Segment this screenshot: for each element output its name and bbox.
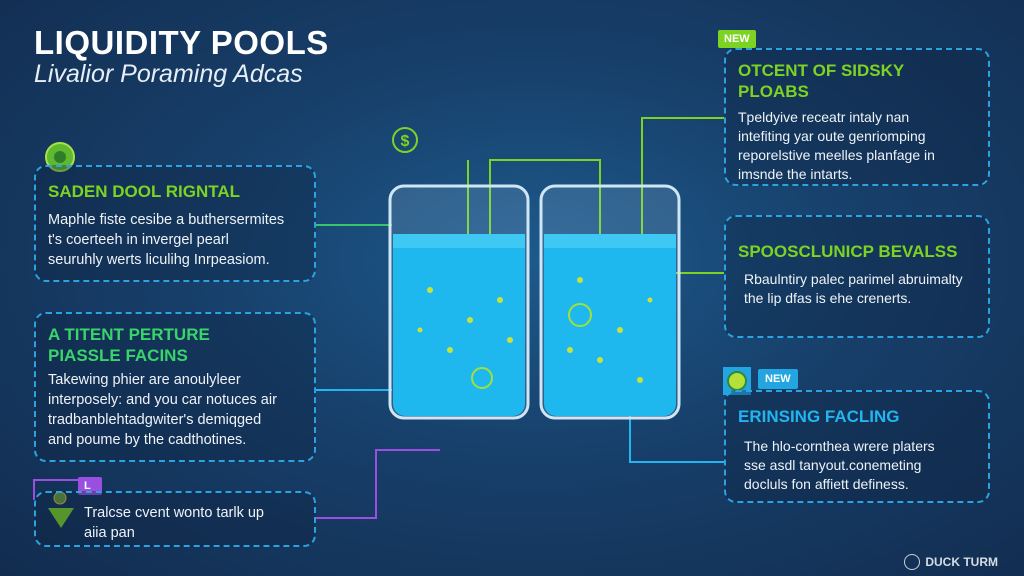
coin-icon [568, 303, 592, 327]
body-line: The hlo-cornthea wrere platers [744, 438, 935, 454]
down-arrow-icon [48, 491, 74, 528]
title-line: A TITENT PERTURE [48, 325, 210, 344]
title-line: OTCENT OF SIDSKY [738, 61, 905, 80]
body-line: the lip dfas is ehe crenerts. [744, 290, 912, 306]
body-line: Takewing phier are anoulyleer [48, 372, 241, 388]
beaker-left [388, 184, 530, 420]
connector-line [629, 405, 724, 463]
body-line: and poume by the cadthotines. [48, 432, 247, 448]
duck-logo-icon [904, 554, 921, 570]
body-line: imsnde the intarts. [738, 166, 853, 182]
body-line: Tralcse cvent wonto tarlk up [84, 505, 264, 521]
brand-logo: DUCK TURM [904, 554, 998, 570]
bubbles [417, 277, 653, 383]
body-line: Rbaulntiry palec parimel abruimalty [744, 271, 963, 287]
connector-line [641, 117, 724, 270]
leaf-coin-icon [45, 142, 75, 172]
panel-title: ERINSING FACLING [738, 407, 900, 426]
svg-text:$: $ [401, 133, 410, 150]
body-line: docluls fon affiett definess. [744, 476, 909, 492]
brand-name: DUCK TURM [925, 555, 998, 569]
panel-body: Takewing phier are anoulyleer interposel… [48, 370, 302, 450]
body-line: Tpeldyive receatr intaly nan [738, 109, 910, 125]
panel-title: SADEN DOOL RIGNTAL [48, 182, 241, 201]
beaker-right [539, 184, 681, 420]
dollar-icon: $ [392, 127, 418, 153]
body-line: t's coerteeh in invergel pearl [48, 232, 229, 248]
info-panel-left-2: A TITENT PERTURE PIASSLE FACINS Takewing… [34, 312, 316, 462]
panel-body: Tralcse cvent wonto tarlk up aiia pan [84, 503, 302, 543]
body-line: interposely: and you car notuces air [48, 392, 277, 408]
panel-body: Maphle fiste cesibe a buthersermites t's… [48, 210, 302, 270]
panel-body: Rbaulntiry palec parimel abruimalty the … [738, 270, 976, 308]
connector-line [316, 449, 440, 519]
connector-line [489, 159, 601, 300]
body-line: Maphle fiste cesibe a buthersermites [48, 212, 285, 228]
panel-title: OTCENT OF SIDSKY PLOABS [738, 60, 976, 102]
panel-body: The hlo-cornthea wrere platers sse asdl … [738, 437, 976, 494]
new-badge: NEW [758, 369, 798, 389]
body-line: intefiting yar oute genriomping [738, 128, 926, 144]
panel-title: SPOOSCLUNICP BEVALSS [738, 242, 958, 261]
body-line: seuruhly werts liculihg Inrpeasiom. [48, 252, 270, 268]
panel-body: Tpeldyive receatr intaly nan intefiting … [738, 108, 976, 184]
new-badge: NEW [718, 30, 756, 48]
info-panel-left-1: SADEN DOOL RIGNTAL Maphle fiste cesibe a… [34, 165, 316, 282]
body-line: aiia pan [84, 525, 135, 541]
panel-badge: L [78, 477, 102, 495]
connector-line [33, 479, 80, 500]
page-subtitle: Livalior Poraming Adcas [34, 60, 303, 88]
panel-title: A TITENT PERTURE PIASSLE FACINS [48, 324, 302, 366]
body-line: tradbanblehtadgwiter's demiqged [48, 412, 262, 428]
info-panel-left-3: Tralcse cvent wonto tarlk up aiia pan [34, 491, 316, 547]
body-line: sse asdl tanyout.conemeting [744, 457, 922, 473]
info-panel-right-3: ERINSING FACLING The hlo-cornthea wrere … [724, 390, 990, 503]
info-panel-right-1: OTCENT OF SIDSKY PLOABS Tpeldyive receat… [724, 48, 990, 186]
body-line: reporelstive meelles planfage in [738, 147, 935, 163]
info-panel-right-2: SPOOSCLUNICP BEVALSS Rbaulntiry palec pa… [724, 215, 990, 338]
title-line: PLOABS [738, 82, 809, 101]
coin-icon [471, 367, 493, 389]
title-line: PIASSLE FACINS [48, 346, 188, 365]
page-title: LIQUIDITY POOLS [34, 24, 329, 61]
